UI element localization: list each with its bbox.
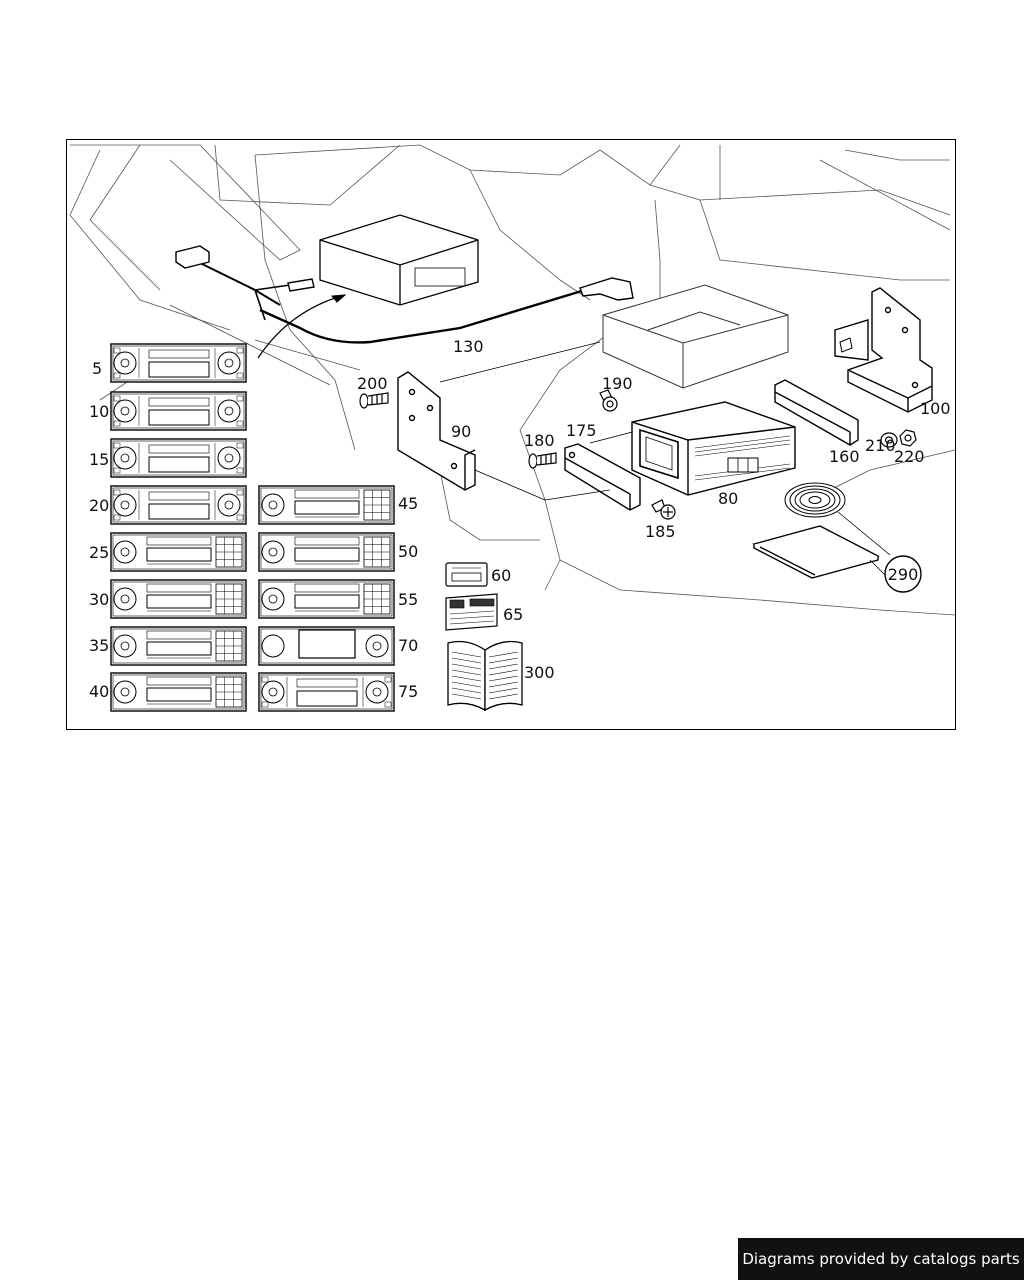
callout-labels: 5 10 15 20 25 30 35 40 45 50 55 60 65 70… bbox=[89, 337, 951, 701]
cd-changer-installed bbox=[319, 214, 479, 306]
callout-90: 90 bbox=[451, 422, 471, 441]
radio-panel-20 bbox=[110, 485, 247, 525]
callout-80: 80 bbox=[718, 489, 738, 508]
callout-5: 5 bbox=[92, 359, 102, 378]
callout-180: 180 bbox=[524, 431, 555, 450]
callout-175: 175 bbox=[566, 421, 597, 440]
callout-200: 200 bbox=[357, 374, 388, 393]
harness-connector-left bbox=[175, 245, 210, 269]
callout-100: 100 bbox=[920, 399, 951, 418]
attribution-text: Diagrams provided by catalogs parts bbox=[742, 1250, 1020, 1268]
cd-changer-80 bbox=[631, 401, 796, 496]
attribution-badge: Diagrams provided by catalogs parts bbox=[738, 1238, 1024, 1280]
callout-75: 75 bbox=[398, 682, 418, 701]
radio-panel-35 bbox=[110, 626, 247, 666]
screw-180 bbox=[528, 452, 557, 469]
callout-185: 185 bbox=[645, 522, 676, 541]
callout-30: 30 bbox=[89, 590, 109, 609]
bracket-90 bbox=[397, 341, 601, 501]
callout-210: 210 bbox=[865, 436, 896, 455]
radio-panel-55 bbox=[258, 579, 395, 619]
nut-220 bbox=[899, 429, 917, 447]
callout-55: 55 bbox=[398, 590, 418, 609]
callout-45: 45 bbox=[398, 494, 418, 513]
radio-panel-25 bbox=[110, 532, 247, 572]
radio-panel-5 bbox=[110, 343, 247, 383]
callout-50: 50 bbox=[398, 542, 418, 561]
bracket-100 bbox=[834, 287, 933, 413]
label-60 bbox=[445, 562, 488, 587]
callout-70: 70 bbox=[398, 636, 418, 655]
cd-case bbox=[752, 525, 880, 579]
screw-185 bbox=[651, 499, 676, 520]
radio-panel-50 bbox=[258, 532, 395, 572]
booklet-300 bbox=[447, 640, 523, 712]
callout-35: 35 bbox=[89, 636, 109, 655]
wiring-harness bbox=[197, 261, 586, 359]
harness-connector-middle bbox=[287, 278, 315, 292]
radio-panel-10 bbox=[110, 391, 247, 431]
radio-panel-75 bbox=[258, 672, 395, 712]
callout-190: 190 bbox=[602, 374, 633, 393]
bracket-175 bbox=[544, 429, 641, 511]
callout-40: 40 bbox=[89, 682, 109, 701]
callout-15: 15 bbox=[89, 450, 109, 469]
screw-200 bbox=[359, 392, 389, 409]
screw-190 bbox=[599, 389, 618, 412]
radio-panel-70 bbox=[258, 626, 395, 666]
callout-20: 20 bbox=[89, 496, 109, 515]
callout-25: 25 bbox=[89, 543, 109, 562]
cd-disc bbox=[784, 482, 846, 518]
radio-panels bbox=[110, 343, 395, 712]
label-65 bbox=[445, 593, 498, 631]
callout-300: 300 bbox=[524, 663, 555, 682]
callout-290-circle: 290 bbox=[884, 555, 922, 593]
radio-panel-15 bbox=[110, 438, 247, 478]
callout-130: 130 bbox=[453, 337, 484, 356]
radio-panel-40 bbox=[110, 672, 247, 712]
callout-65: 65 bbox=[503, 605, 523, 624]
callout-290: 290 bbox=[888, 565, 919, 584]
washer-210 bbox=[880, 432, 898, 448]
harness-connector-right bbox=[579, 277, 634, 301]
callout-220: 220 bbox=[894, 447, 925, 466]
radio-panel-30 bbox=[110, 579, 247, 619]
rail-160 bbox=[774, 379, 859, 446]
callout-160: 160 bbox=[829, 447, 860, 466]
callout-60: 60 bbox=[491, 566, 511, 585]
cd-changer-ghost bbox=[602, 284, 789, 389]
radio-panel-45 bbox=[258, 485, 395, 525]
callout-10: 10 bbox=[89, 402, 109, 421]
